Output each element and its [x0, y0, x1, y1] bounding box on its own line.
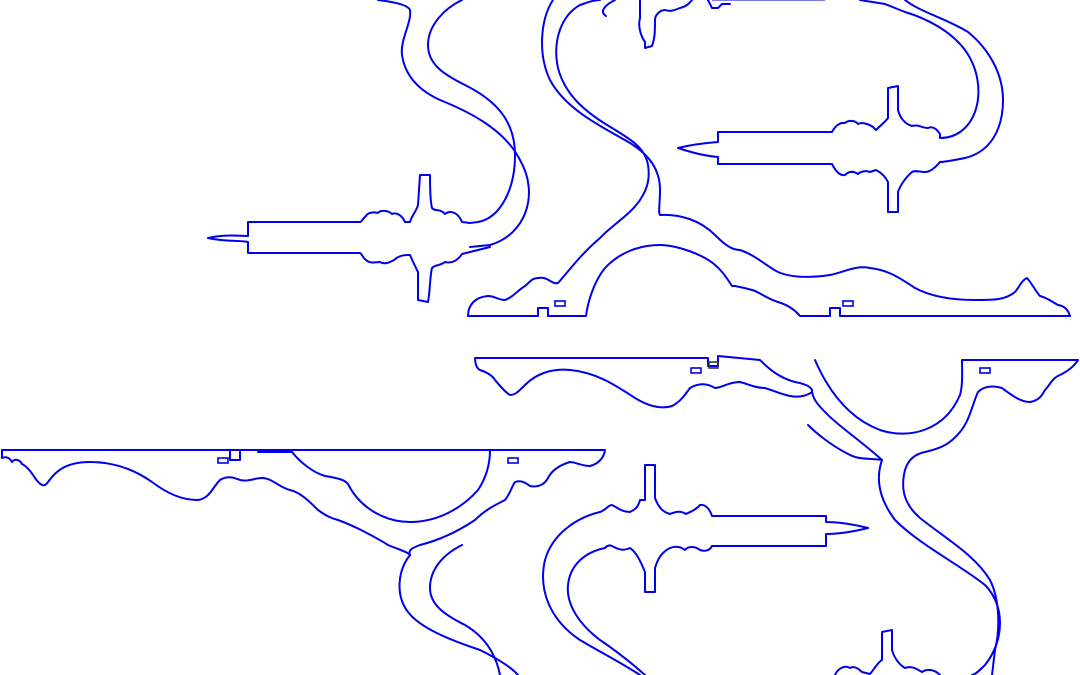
- sconce-arm-lower-right: [474, 355, 1079, 675]
- upper-right-loop-inner: [859, 0, 980, 139]
- upper-right-arm-bar: [677, 85, 941, 213]
- lower-center-outer-curve: [542, 511, 641, 675]
- sconce-arm-upper-right: [467, 0, 1071, 317]
- upper-slot-left: [554, 300, 566, 307]
- lower-right-arc: [814, 359, 1079, 675]
- lower-right-scurve: [811, 389, 1001, 675]
- lower-slot-mid-dark: [708, 361, 719, 369]
- lower-left-bottom-edge: [1, 449, 411, 556]
- upper-slot-right: [842, 300, 854, 307]
- upper-right-top-bar-end: [707, 0, 731, 9]
- upper-left-arm-bar: [207, 174, 491, 303]
- lower-slot-right: [979, 367, 991, 374]
- lower-left-scurve-inner: [429, 544, 501, 675]
- sconce-arm-lower-center: [542, 464, 941, 675]
- upper-right-top-bar: [638, 0, 693, 49]
- lower-left-arc: [229, 449, 491, 523]
- upper-left-scurve-outer: [377, 0, 530, 248]
- sconce-arm-lower-left: [1, 449, 606, 675]
- lower-left-slot-a: [217, 457, 229, 464]
- lower-left-top-edge: [1, 449, 606, 556]
- lower-center-inner-curve: [566, 547, 646, 675]
- lower-left-scurve: [398, 554, 519, 675]
- upper-right-scurve-inner: [602, 0, 616, 17]
- lower-right-scurve-inner: [807, 424, 883, 461]
- upper-right-scurve-outer: [467, 0, 1071, 317]
- lower-left-slot-b: [507, 457, 519, 464]
- upper-left-scurve-inner: [427, 0, 516, 224]
- upper-right-loop-outer: [904, 0, 1004, 163]
- sconce-arm-upper-left: [207, 0, 530, 303]
- lower-center-arm-bar: [599, 464, 869, 593]
- lower-slot-mid: [690, 367, 702, 374]
- lower-center-lower-arm: [834, 629, 941, 675]
